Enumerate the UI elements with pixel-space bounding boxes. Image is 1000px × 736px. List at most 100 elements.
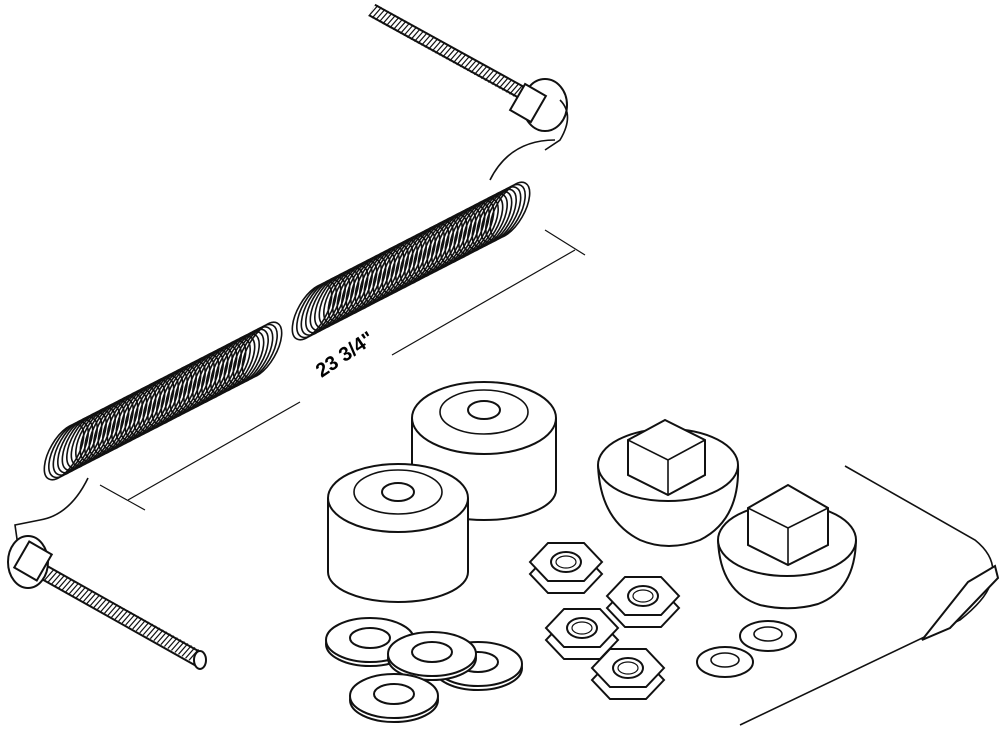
spring-coil	[485, 183, 526, 241]
thread-line	[442, 45, 453, 58]
thread-line	[181, 645, 192, 657]
thread-line	[438, 43, 449, 56]
thread-line	[128, 615, 140, 628]
thread-line	[61, 578, 73, 591]
thread-line	[413, 30, 425, 42]
thread-line	[185, 647, 196, 659]
thread-line	[65, 580, 76, 593]
thread-line	[445, 47, 456, 60]
bottom-eye-bolt	[7, 535, 207, 670]
thread-line	[111, 606, 122, 618]
thread-line	[72, 584, 83, 597]
hex-nut	[590, 647, 666, 701]
thread-line	[375, 8, 386, 21]
thread-line	[449, 49, 460, 62]
flat-washer	[349, 673, 439, 723]
top-eye-bolt	[368, 3, 569, 151]
thread-line	[107, 604, 118, 616]
hex-nuts	[528, 541, 681, 701]
thread-line	[139, 621, 150, 634]
thread-line	[512, 84, 523, 97]
thread-line	[178, 643, 189, 655]
thread-line	[82, 590, 94, 602]
thread-line	[473, 63, 485, 76]
thread-line	[378, 10, 390, 23]
hex-nut	[605, 575, 681, 629]
thread-line	[100, 600, 111, 612]
top-spring-hook	[489, 139, 556, 181]
flat-washers	[325, 617, 523, 723]
square-plug-rear	[597, 418, 740, 547]
spring-coil	[471, 190, 513, 248]
thread-line	[125, 613, 136, 626]
safety-cable	[739, 465, 1000, 726]
spring-coil	[237, 323, 278, 381]
spring-coil	[223, 330, 265, 388]
thread-line	[118, 609, 129, 622]
lock-washers	[696, 620, 797, 678]
spring-coil	[489, 181, 531, 239]
thread-line	[389, 16, 400, 29]
thread-line	[368, 4, 379, 17]
thread-line	[385, 14, 397, 27]
thread-line	[487, 71, 499, 83]
thread-line	[79, 588, 90, 601]
thread-line	[54, 574, 66, 587]
thread-line	[392, 18, 404, 31]
spring-coil	[241, 321, 283, 379]
square-plug-front	[717, 483, 857, 610]
hex-nut	[544, 607, 620, 661]
thread-line	[498, 77, 509, 89]
thread-line	[146, 625, 157, 638]
thread-line	[410, 28, 421, 40]
thread-line	[104, 602, 115, 614]
thread-line	[89, 594, 101, 606]
thread-line	[68, 582, 80, 595]
thread-line	[424, 36, 435, 48]
thread-line	[495, 75, 506, 87]
thread-line	[171, 639, 182, 651]
thread-line	[399, 22, 411, 35]
thread-line	[456, 53, 467, 66]
thread-line	[86, 592, 97, 604]
flat-washer	[387, 631, 477, 681]
thread-line	[403, 24, 414, 37]
thread-line	[156, 631, 168, 643]
thread-line	[142, 623, 154, 636]
thread-line	[480, 67, 492, 79]
thread-line	[428, 38, 439, 50]
thread-line	[44, 568, 55, 581]
thread-line	[153, 629, 164, 642]
thread-line	[431, 40, 442, 52]
thread-line	[371, 6, 382, 19]
thread-line	[505, 81, 516, 93]
thread-line	[51, 572, 62, 585]
thread-line	[132, 617, 143, 630]
thread-line	[435, 42, 446, 54]
spring-coil	[228, 328, 269, 386]
thread-line	[163, 635, 175, 647]
spring-coil	[232, 326, 274, 384]
thread-line	[484, 69, 495, 81]
thread-line	[160, 633, 171, 645]
thread-line	[167, 637, 178, 649]
thread-line	[93, 596, 104, 608]
thread-line	[470, 61, 481, 74]
lower-spring	[43, 321, 283, 481]
thread-line	[477, 65, 488, 78]
thread-line	[452, 51, 464, 64]
thread-line	[421, 34, 432, 46]
thread-line	[75, 586, 87, 599]
thread-line	[174, 641, 185, 653]
roller-cap-front	[327, 463, 469, 603]
thread-line	[463, 57, 474, 70]
thread-line	[466, 59, 478, 72]
thread-line	[135, 619, 147, 632]
thread-line	[97, 598, 108, 610]
bottom-spring-hook	[14, 477, 89, 561]
dimension-line	[99, 229, 586, 511]
thread-line	[491, 73, 502, 85]
thread-line	[417, 32, 428, 44]
thread-line	[114, 607, 125, 620]
